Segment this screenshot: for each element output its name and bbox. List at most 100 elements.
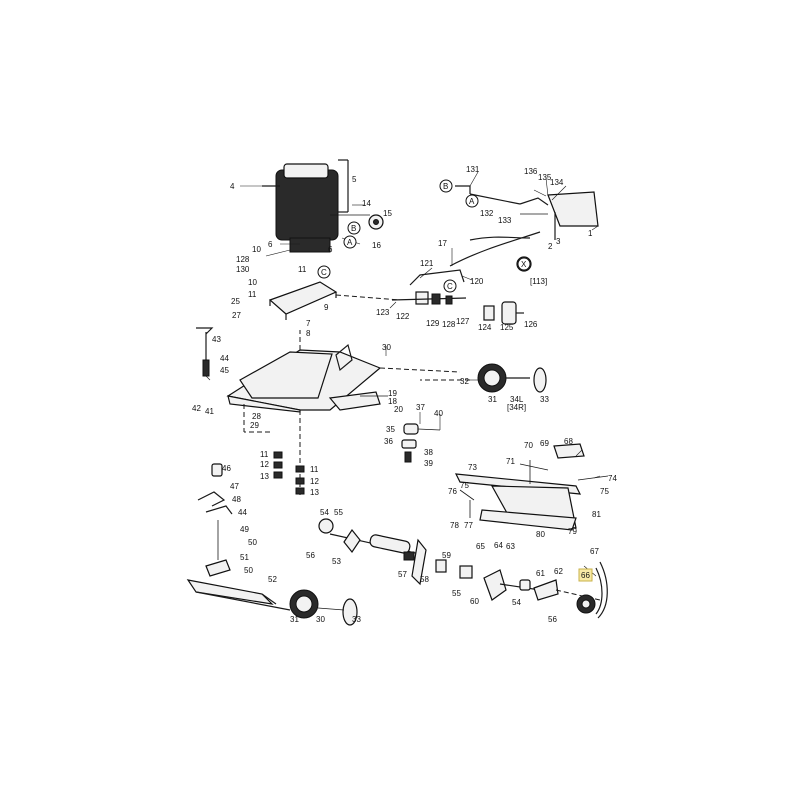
label-55b: 55 xyxy=(452,589,461,598)
label-28: 28 xyxy=(252,412,261,421)
label-128a: 128 xyxy=(236,255,250,264)
label-67: 67 xyxy=(590,547,599,556)
label-11a: 11 xyxy=(298,265,307,274)
engine-plate xyxy=(268,281,401,320)
label-69: 69 xyxy=(540,439,549,448)
rear-wheel-lower-left xyxy=(289,589,358,626)
label-136: 136 xyxy=(524,167,538,176)
label-41: 41 xyxy=(205,407,214,416)
label-54a: 54 xyxy=(320,508,329,517)
label-51: 51 xyxy=(240,553,249,562)
label-80: 80 xyxy=(536,530,545,539)
label-75b: 75 xyxy=(460,481,469,490)
label-11c: 11 xyxy=(260,450,269,459)
label-34r: [34R] xyxy=(507,403,526,412)
label-50a: 50 xyxy=(248,538,257,547)
label-60: 60 xyxy=(470,597,479,606)
label-120: 120 xyxy=(470,277,484,286)
label-65: 65 xyxy=(476,542,485,551)
label-45: 45 xyxy=(220,366,229,375)
callout-c-plate: C xyxy=(321,268,327,277)
control-lever-assembly xyxy=(449,185,599,272)
label-31b: 31 xyxy=(290,615,299,624)
label-3: 3 xyxy=(556,237,561,246)
label-15: 15 xyxy=(383,209,392,218)
rear-shaft-assembly xyxy=(459,561,608,619)
callout-x: X xyxy=(521,260,527,269)
label-130: 130 xyxy=(236,265,250,274)
label-59: 59 xyxy=(442,551,451,560)
label-6a: 6 xyxy=(268,240,273,249)
label-79: 79 xyxy=(568,527,577,536)
label-12b: 12 xyxy=(310,477,319,486)
label-54b: 54 xyxy=(512,598,521,607)
label-124: 124 xyxy=(478,323,492,332)
label-81: 81 xyxy=(592,510,601,519)
axle-clip xyxy=(401,423,441,463)
label-6b: 6 xyxy=(328,245,333,254)
label-126: 126 xyxy=(524,320,538,329)
label-58: 58 xyxy=(420,575,429,584)
label-35: 35 xyxy=(386,425,395,434)
label-55a: 55 xyxy=(334,508,343,517)
label-5: 5 xyxy=(352,175,357,184)
label-123: 123 xyxy=(376,308,390,317)
label-11b: 11 xyxy=(248,290,257,299)
washer-stack-right xyxy=(295,465,305,495)
label-32: 32 xyxy=(460,377,469,386)
label-133: 133 xyxy=(498,216,512,225)
label-71: 71 xyxy=(506,457,515,466)
label-57: 57 xyxy=(398,570,407,579)
label-77: 77 xyxy=(464,521,473,530)
label-78: 78 xyxy=(450,521,459,530)
label-18: 18 xyxy=(388,397,397,406)
callout-b-lever: B xyxy=(443,182,448,191)
label-70: 70 xyxy=(524,441,533,450)
reference-callouts: A B C B A C X xyxy=(317,179,531,293)
label-74: 74 xyxy=(608,474,617,483)
roller-assembly xyxy=(454,443,609,531)
label-128b: 128 xyxy=(442,320,456,329)
label-68: 68 xyxy=(564,437,573,446)
label-12a: 12 xyxy=(260,460,269,469)
label-10a: 10 xyxy=(252,245,261,254)
blade-shaft xyxy=(318,518,447,586)
label-113: [113] xyxy=(530,277,547,286)
label-11d: 11 xyxy=(310,465,319,474)
label-16: 16 xyxy=(372,241,381,250)
label-75a: 75 xyxy=(600,487,609,496)
washer-stack-left xyxy=(273,451,283,479)
label-72: 73 xyxy=(468,463,477,472)
label-46: 46 xyxy=(222,464,231,473)
label-122: 122 xyxy=(396,312,410,321)
rear-wheel-upper xyxy=(420,363,547,393)
label-44a: 44 xyxy=(220,354,229,363)
label-10b: 10 xyxy=(248,278,257,287)
label-43: 43 xyxy=(212,335,221,344)
label-17: 17 xyxy=(438,239,447,248)
label-53: 53 xyxy=(332,557,341,566)
label-7: 7 xyxy=(306,319,311,328)
deck-frame xyxy=(226,330,461,498)
label-66: 66 xyxy=(581,571,590,580)
callout-c-bracket: C xyxy=(447,282,453,291)
label-40: 40 xyxy=(434,409,443,418)
label-25: 25 xyxy=(231,297,240,306)
height-adjuster-left xyxy=(186,463,291,611)
label-127: 127 xyxy=(456,317,470,326)
leader-lines xyxy=(205,171,601,577)
label-30a: 30 xyxy=(382,343,391,352)
label-62: 62 xyxy=(554,567,563,576)
label-48: 48 xyxy=(232,495,241,504)
label-31a: 31 xyxy=(488,395,497,404)
label-33b: 33 xyxy=(352,615,361,624)
label-121: 121 xyxy=(420,259,434,268)
label-1: 1 xyxy=(588,229,593,238)
label-129: 129 xyxy=(426,319,440,328)
label-44b: 44 xyxy=(238,508,247,517)
label-134: 134 xyxy=(550,178,564,187)
label-37: 37 xyxy=(416,403,425,412)
label-14: 14 xyxy=(362,199,371,208)
label-131: 131 xyxy=(466,165,480,174)
